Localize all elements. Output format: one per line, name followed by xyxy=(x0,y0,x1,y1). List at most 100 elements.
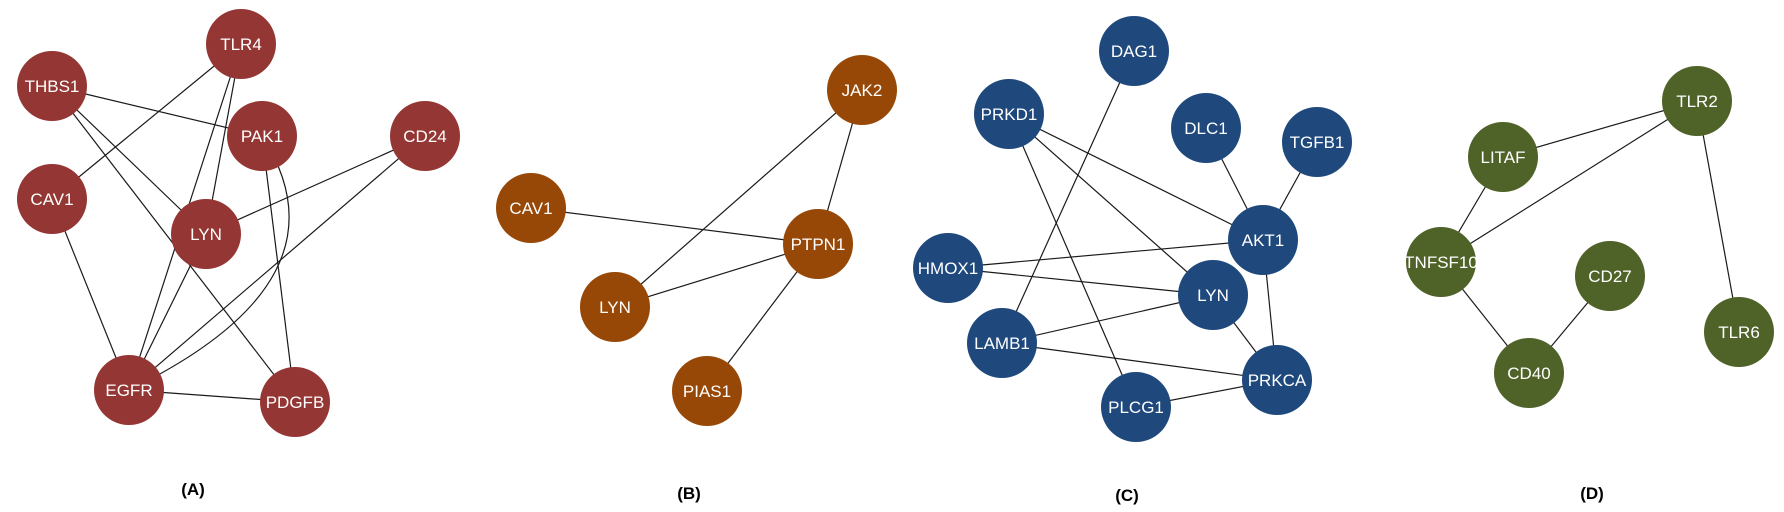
node-d-cd27[interactable]: CD27 xyxy=(1575,241,1645,311)
node-circle xyxy=(227,101,297,171)
node-a-lyn[interactable]: LYN xyxy=(171,199,241,269)
edge-c-prkd1-akt1 xyxy=(1008,113,1264,241)
node-circle xyxy=(1101,372,1171,442)
node-label: TLR2 xyxy=(1676,92,1718,111)
node-d-tnfsf10[interactable]: TNFSF10 xyxy=(1404,227,1478,297)
node-label: HMOX1 xyxy=(918,259,978,278)
node-circle xyxy=(260,367,330,437)
node-circle xyxy=(974,79,1044,149)
node-b-lyn[interactable]: LYN xyxy=(580,272,650,342)
node-circle xyxy=(913,233,983,303)
node-a-cav1[interactable]: CAV1 xyxy=(17,164,87,234)
node-label: CD27 xyxy=(1588,267,1631,286)
edge-a-thbs1-lyn xyxy=(51,85,207,235)
node-circle xyxy=(1242,345,1312,415)
edge-a-pak1-pdgfb xyxy=(261,135,296,403)
node-a-egfr[interactable]: EGFR xyxy=(94,355,164,425)
node-label: LITAF xyxy=(1480,148,1525,167)
node-label: PTPN1 xyxy=(791,235,846,254)
node-label: LYN xyxy=(1197,286,1229,305)
node-b-pias1[interactable]: PIAS1 xyxy=(672,356,742,426)
node-circle xyxy=(1468,122,1538,192)
edge-c-lamb1-prkca xyxy=(1001,342,1278,381)
node-label: LAMB1 xyxy=(974,334,1030,353)
node-circle xyxy=(1704,297,1774,367)
node-d-tlr6[interactable]: TLR6 xyxy=(1704,297,1774,367)
node-circle xyxy=(1178,260,1248,330)
node-a-cd24[interactable]: CD24 xyxy=(390,101,460,171)
node-b-cav1[interactable]: CAV1 xyxy=(496,173,566,243)
node-d-cd40[interactable]: CD40 xyxy=(1494,338,1564,408)
node-circle xyxy=(1406,227,1476,297)
edge-c-dag1-lamb1 xyxy=(1001,50,1135,344)
node-label: AKT1 xyxy=(1242,231,1285,250)
node-label: CD24 xyxy=(403,127,446,146)
node-circle xyxy=(783,209,853,279)
node-c-plcg1[interactable]: PLCG1 xyxy=(1101,372,1171,442)
node-c-lyn[interactable]: LYN xyxy=(1178,260,1248,330)
node-a-pak1[interactable]: PAK1 xyxy=(227,101,297,171)
node-label: PAK1 xyxy=(241,127,283,146)
edge-c-hmox1-akt1 xyxy=(947,239,1264,269)
node-circle xyxy=(1228,205,1298,275)
node-circle xyxy=(967,308,1037,378)
edge-a-cd24-egfr xyxy=(128,135,426,391)
node-c-prkca[interactable]: PRKCA xyxy=(1242,345,1312,415)
panel-label-a: (A) xyxy=(181,480,205,499)
node-label: PRKCA xyxy=(1248,371,1307,390)
node-c-lamb1[interactable]: LAMB1 xyxy=(967,308,1037,378)
node-a-thbs1[interactable]: THBS1 xyxy=(17,51,87,121)
node-a-pdgfb[interactable]: PDGFB xyxy=(260,367,330,437)
node-circle xyxy=(1171,93,1241,163)
edge-d-tlr2-tlr6 xyxy=(1696,100,1740,333)
node-circle xyxy=(1282,107,1352,177)
node-label: CD40 xyxy=(1507,364,1550,383)
node-label: DLC1 xyxy=(1184,119,1227,138)
edge-b-lyn-ptpn1 xyxy=(614,243,819,308)
node-d-tlr2[interactable]: TLR2 xyxy=(1662,66,1732,136)
edge-a-tlr4-cav1 xyxy=(51,43,242,200)
node-label: EGFR xyxy=(105,381,152,400)
node-circle xyxy=(1099,16,1169,86)
node-circle xyxy=(17,51,87,121)
node-label: PDGFB xyxy=(266,393,325,412)
node-label: TLR6 xyxy=(1718,323,1760,342)
node-label: DAG1 xyxy=(1111,42,1157,61)
node-a-tlr4[interactable]: TLR4 xyxy=(206,9,276,79)
node-label: JAK2 xyxy=(842,81,883,100)
node-circle xyxy=(390,101,460,171)
node-b-ptpn1[interactable]: PTPN1 xyxy=(783,209,853,279)
node-label: CAV1 xyxy=(30,190,73,209)
node-label: TNFSF10 xyxy=(1404,253,1478,272)
node-label: LYN xyxy=(190,225,222,244)
node-circle xyxy=(496,173,566,243)
node-label: CAV1 xyxy=(509,199,552,218)
node-circle xyxy=(94,355,164,425)
edge-a-thbs1-pak1 xyxy=(51,85,263,137)
node-label: THBS1 xyxy=(25,77,80,96)
node-c-tgfb1[interactable]: TGFB1 xyxy=(1282,107,1352,177)
edge-a-cd24-lyn xyxy=(205,135,426,235)
edge-c-hmox1-lyn xyxy=(947,267,1214,296)
node-c-dlc1[interactable]: DLC1 xyxy=(1171,93,1241,163)
edge-c-prkd1-lyn xyxy=(1008,113,1214,296)
node-b-jak2[interactable]: JAK2 xyxy=(827,55,897,125)
node-circle xyxy=(171,199,241,269)
node-label: LYN xyxy=(599,298,631,317)
panel-label-c: (C) xyxy=(1115,486,1139,505)
node-c-hmox1[interactable]: HMOX1 xyxy=(913,233,983,303)
node-circle xyxy=(206,9,276,79)
node-circle xyxy=(580,272,650,342)
node-circle xyxy=(17,164,87,234)
panel-label-b: (B) xyxy=(677,484,701,503)
node-c-dag1[interactable]: DAG1 xyxy=(1099,16,1169,86)
node-circle xyxy=(1575,241,1645,311)
node-label: PIAS1 xyxy=(683,382,731,401)
panel-label-d: (D) xyxy=(1580,484,1604,503)
node-d-litaf[interactable]: LITAF xyxy=(1468,122,1538,192)
node-circle xyxy=(1494,338,1564,408)
node-c-prkd1[interactable]: PRKD1 xyxy=(974,79,1044,149)
node-c-akt1[interactable]: AKT1 xyxy=(1228,205,1298,275)
